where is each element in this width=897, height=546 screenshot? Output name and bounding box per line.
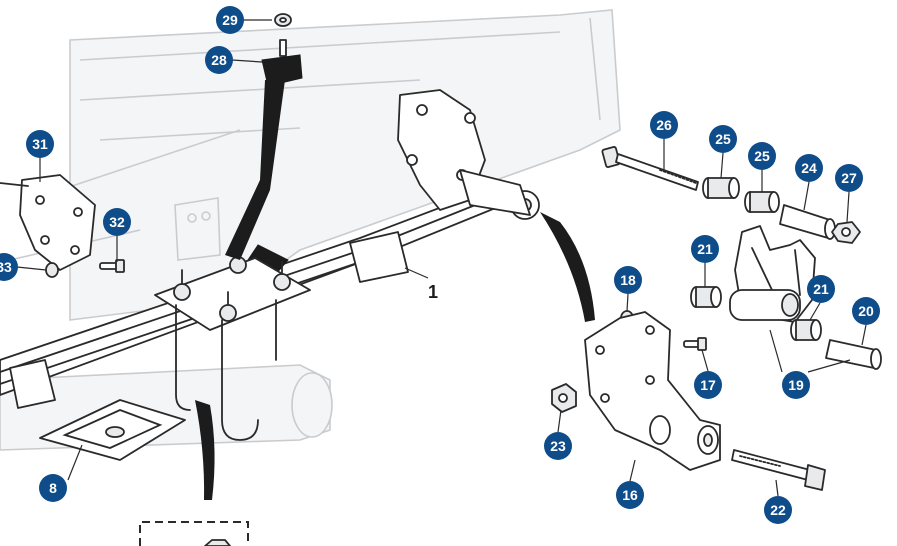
svg-text:28: 28 bbox=[211, 52, 227, 68]
callout-25b: 25 bbox=[748, 142, 776, 170]
bolt-22 bbox=[731, 449, 826, 491]
front-hanger-bracket bbox=[397, 89, 531, 216]
svg-text:31: 31 bbox=[32, 136, 48, 152]
bolt-26 bbox=[601, 146, 699, 191]
svg-text:8: 8 bbox=[49, 480, 57, 496]
svg-text:19: 19 bbox=[788, 377, 804, 393]
svg-text:20: 20 bbox=[858, 303, 874, 319]
svg-text:26: 26 bbox=[656, 117, 672, 133]
svg-text:21: 21 bbox=[813, 281, 829, 297]
shackle-19 bbox=[729, 225, 816, 323]
callout-27: 27 bbox=[835, 164, 863, 192]
svg-text:17: 17 bbox=[700, 377, 716, 393]
vehicle-frame-ghost bbox=[0, 9, 621, 451]
svg-text:27: 27 bbox=[841, 170, 857, 186]
callout-21b: 21 bbox=[807, 275, 835, 303]
bushing-21b bbox=[790, 319, 822, 341]
callout-26: 26 bbox=[650, 111, 678, 139]
leader-lines bbox=[16, 19, 867, 497]
svg-text:32: 32 bbox=[109, 214, 125, 230]
svg-text:29: 29 bbox=[222, 12, 238, 28]
callout-33: 33 bbox=[0, 253, 18, 281]
spring-seat-plate-8 bbox=[39, 399, 186, 461]
callout-19: 19 bbox=[782, 371, 810, 399]
svg-text:22: 22 bbox=[770, 502, 786, 518]
pointer-arrows bbox=[195, 80, 595, 500]
leaf-spring-label: 1 bbox=[428, 282, 438, 302]
nut-33 bbox=[45, 262, 59, 278]
sleeve-20 bbox=[825, 339, 882, 370]
svg-text:24: 24 bbox=[801, 160, 817, 176]
bump-stop-28 bbox=[247, 39, 303, 276]
svg-text:16: 16 bbox=[622, 487, 638, 503]
svg-text:21: 21 bbox=[697, 241, 713, 257]
callout-16: 16 bbox=[616, 481, 644, 509]
bushing-25a bbox=[702, 177, 740, 199]
callout-23: 23 bbox=[544, 432, 572, 460]
bushing-21a bbox=[690, 286, 722, 308]
callout-20: 20 bbox=[852, 297, 880, 325]
callout-17: 17 bbox=[694, 371, 722, 399]
bolt-17 bbox=[683, 337, 707, 351]
bracket-16 bbox=[584, 311, 721, 471]
callout-18: 18 bbox=[614, 266, 642, 294]
callout-31: 31 bbox=[26, 130, 54, 158]
svg-text:25: 25 bbox=[754, 148, 770, 164]
callout-8: 8 bbox=[39, 474, 67, 502]
nut-27 bbox=[831, 221, 861, 244]
callout-32: 32 bbox=[103, 208, 131, 236]
nut-29 bbox=[274, 13, 292, 27]
callout-28: 28 bbox=[205, 46, 233, 74]
bushing-25b bbox=[744, 191, 780, 213]
bolt-32 bbox=[99, 259, 125, 273]
sleeve-24 bbox=[779, 204, 836, 240]
svg-text:23: 23 bbox=[550, 438, 566, 454]
callout-24: 24 bbox=[795, 154, 823, 182]
nut-23 bbox=[551, 383, 577, 413]
callout-25a: 25 bbox=[709, 125, 737, 153]
callout-29: 29 bbox=[216, 6, 244, 34]
svg-text:25: 25 bbox=[715, 131, 731, 147]
callout-21a: 21 bbox=[691, 235, 719, 263]
detail-view-box bbox=[139, 521, 249, 546]
svg-text:33: 33 bbox=[0, 259, 12, 275]
callout-22: 22 bbox=[764, 496, 792, 524]
svg-text:18: 18 bbox=[620, 272, 636, 288]
rear-shackle-bracket bbox=[0, 174, 96, 271]
